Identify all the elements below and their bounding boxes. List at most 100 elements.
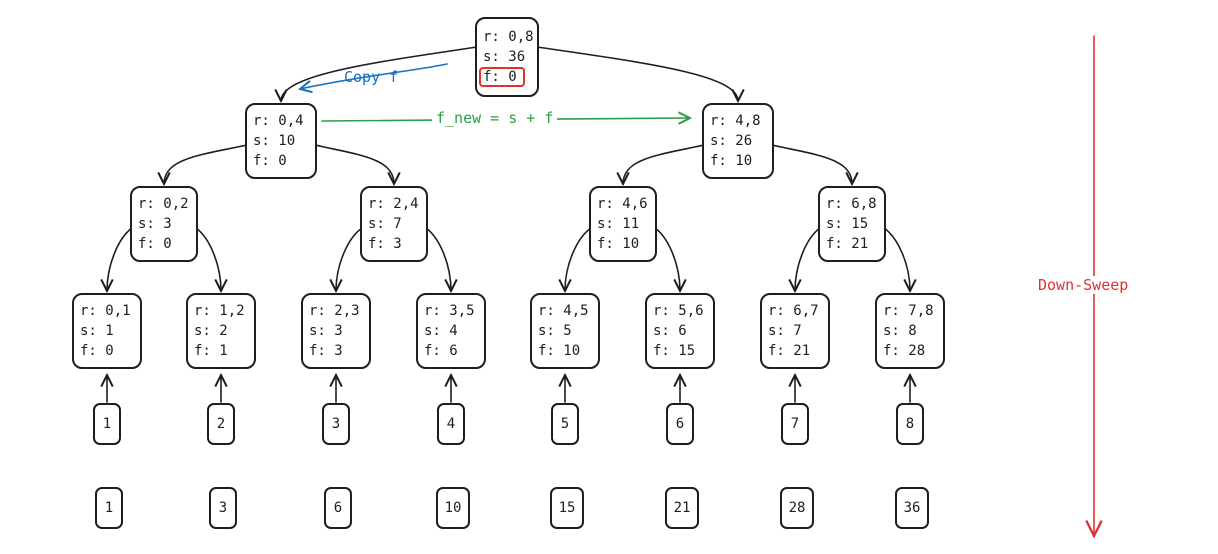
node-f-value: 6 — [449, 343, 458, 359]
node-s-label: s: — [309, 323, 335, 339]
node-r-label: r: — [538, 303, 564, 319]
input-value-box: 2 — [207, 403, 235, 445]
tree-edge — [536, 46, 738, 101]
node-s-value: 11 — [622, 216, 640, 232]
node-f-line: f: 3 — [368, 234, 420, 254]
node-f-label: f: — [368, 236, 394, 252]
node-f-line: f: 0 — [479, 67, 531, 87]
node-r-value: 0,8 — [508, 29, 534, 45]
node-s-value: 36 — [508, 49, 526, 65]
node-s-value: 2 — [219, 323, 228, 339]
tree-edge — [771, 144, 852, 184]
node-f-line: f: 3 — [309, 341, 363, 361]
node-r-label: r: — [138, 196, 164, 212]
node-r-value: 7,8 — [908, 303, 934, 319]
node-s-line: s: 6 — [653, 321, 707, 341]
node-r-value: 6,8 — [851, 196, 877, 212]
f-new-annotation: f_new = s + f — [432, 109, 558, 127]
node-s-value: 26 — [735, 133, 753, 149]
tree-edge — [654, 227, 680, 291]
node-f-line: f: 0 — [253, 151, 309, 171]
node-r-value: 0,2 — [163, 196, 189, 212]
node-s-line: s: 26 — [710, 131, 766, 151]
input-value-box: 7 — [781, 403, 809, 445]
node-s-line: s: 11 — [597, 214, 649, 234]
node-r-label: r: — [653, 303, 679, 319]
input-value-box: 4 — [437, 403, 465, 445]
input-value-box: 5 — [551, 403, 579, 445]
node-f-line: f: 0 — [80, 341, 134, 361]
node-f-line: f: 21 — [826, 234, 878, 254]
node-r-line: r: 5,6 — [653, 301, 707, 321]
tree-edge — [336, 227, 363, 291]
node-f-line: f: 28 — [883, 341, 937, 361]
node-r-value: 1,2 — [219, 303, 245, 319]
node-r-line: r: 4,6 — [597, 194, 649, 214]
node-s-line: s: 3 — [138, 214, 190, 234]
node-f-value: 3 — [334, 343, 343, 359]
node-r-label: r: — [483, 29, 509, 45]
node-r-label: r: — [710, 113, 736, 129]
output-value-box: 1 — [95, 487, 123, 529]
node-f-value: 1 — [219, 343, 228, 359]
node-s-label: s: — [710, 133, 736, 149]
node-r-line: r: 6,7 — [768, 301, 822, 321]
node-f-label: f: — [194, 343, 220, 359]
node-r-label: r: — [368, 196, 394, 212]
output-value-box: 6 — [324, 487, 352, 529]
tree-edge — [281, 46, 478, 101]
node-f-label: f: — [80, 343, 106, 359]
node-s-label: s: — [80, 323, 106, 339]
node-f-label: f: — [653, 343, 679, 359]
tree-edge — [164, 144, 248, 184]
node-f-line: f: 10 — [597, 234, 649, 254]
input-value-box: 3 — [322, 403, 350, 445]
copy-f-arrow — [300, 63, 448, 89]
node-r-line: r: 0,1 — [80, 301, 134, 321]
node-s-value: 3 — [334, 323, 343, 339]
node-s-label: s: — [424, 323, 450, 339]
node-f-value: 28 — [908, 343, 926, 359]
node-f-value: 21 — [793, 343, 811, 359]
node-r-line: r: 3,5 — [424, 301, 478, 321]
node-f-value: 10 — [563, 343, 581, 359]
node-r-value: 4,6 — [622, 196, 648, 212]
node-s-value: 5 — [563, 323, 572, 339]
tree-edge — [314, 144, 394, 184]
node-r-label: r: — [424, 303, 450, 319]
node-s-line: s: 1 — [80, 321, 134, 341]
node-r-value: 2,3 — [334, 303, 360, 319]
node-r-label: r: — [309, 303, 335, 319]
node-f-value: 0 — [105, 343, 114, 359]
node-s-label: s: — [883, 323, 909, 339]
node-s-label: s: — [253, 133, 279, 149]
output-value-box: 21 — [665, 487, 699, 529]
tree-node-7-8: r: 7,8 s: 8 f: 28 — [875, 293, 945, 369]
node-s-label: s: — [826, 216, 852, 232]
copy-f-annotation: Copy f — [344, 68, 399, 86]
node-f-line: f: 0 — [138, 234, 190, 254]
node-s-line: s: 36 — [483, 47, 531, 67]
node-f-label: f: — [138, 236, 164, 252]
node-r-value: 4,5 — [563, 303, 589, 319]
node-r-line: r: 2,4 — [368, 194, 420, 214]
node-r-line: r: 4,5 — [538, 301, 592, 321]
node-s-value: 8 — [908, 323, 917, 339]
node-r-line: r: 4,8 — [710, 111, 766, 131]
output-value-box: 36 — [895, 487, 929, 529]
node-s-line: s: 7 — [368, 214, 420, 234]
node-f-label: f: — [768, 343, 794, 359]
node-f-label: f: — [253, 153, 279, 169]
node-s-label: s: — [538, 323, 564, 339]
tree-edge — [795, 227, 821, 291]
node-r-line: r: 0,4 — [253, 111, 309, 131]
node-r-line: r: 0,8 — [483, 27, 534, 47]
output-value-box: 3 — [209, 487, 237, 529]
input-value-box: 1 — [93, 403, 121, 445]
node-r-label: r: — [883, 303, 909, 319]
